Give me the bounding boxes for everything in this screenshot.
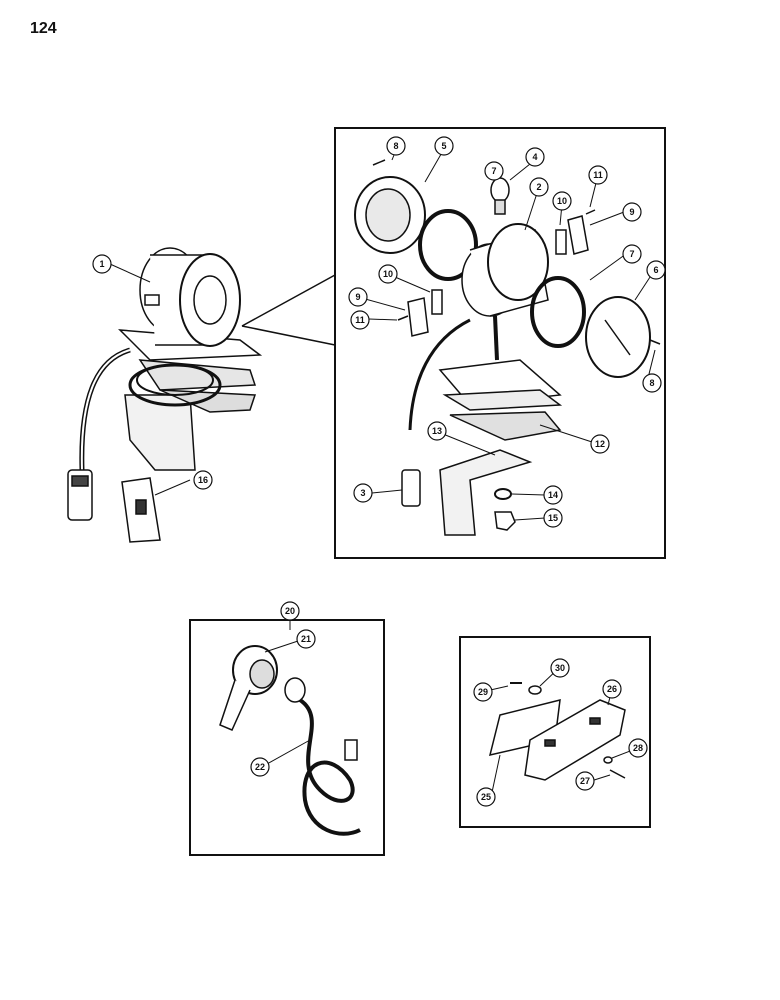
svg-text:16: 16 <box>198 475 208 485</box>
callout-28: 28 <box>628 738 648 758</box>
svg-text:9: 9 <box>629 207 634 217</box>
svg-text:21: 21 <box>301 634 311 644</box>
svg-text:4: 4 <box>532 152 537 162</box>
exploded-lamp-parts <box>354 159 661 536</box>
cord-assembly-frame <box>189 619 385 856</box>
svg-text:15: 15 <box>548 513 558 523</box>
callout-15: 15 <box>543 508 563 528</box>
callout-16: 16 <box>193 470 213 490</box>
svg-text:27: 27 <box>580 776 590 786</box>
svg-text:2: 2 <box>536 182 541 192</box>
svg-text:30: 30 <box>555 663 565 673</box>
callout-8-top: 8 <box>386 136 406 156</box>
callout-8-bottom: 8 <box>642 373 662 393</box>
svg-text:1: 1 <box>99 259 104 269</box>
callout-4: 4 <box>525 147 545 167</box>
svg-text:7: 7 <box>629 249 634 259</box>
clip-part-16 <box>121 477 161 543</box>
tail-light-parts <box>488 682 626 781</box>
svg-text:20: 20 <box>285 606 295 616</box>
svg-text:11: 11 <box>593 170 603 180</box>
svg-text:28: 28 <box>633 743 643 753</box>
callout-29: 29 <box>473 682 493 702</box>
callout-30: 30 <box>550 658 570 678</box>
svg-text:26: 26 <box>607 684 617 694</box>
callout-12: 12 <box>590 434 610 454</box>
callout-21: 21 <box>296 629 316 649</box>
svg-text:7: 7 <box>491 166 496 176</box>
callout-22: 22 <box>250 757 270 777</box>
callout-7-left: 7 <box>484 161 504 181</box>
svg-text:14: 14 <box>548 490 558 500</box>
svg-text:9: 9 <box>355 292 360 302</box>
svg-text:11: 11 <box>355 315 365 325</box>
callout-27: 27 <box>575 771 595 791</box>
assembled-lamp-illustration <box>67 247 263 521</box>
callout-14: 14 <box>543 485 563 505</box>
callout-25: 25 <box>476 787 496 807</box>
callout-9-right: 9 <box>622 202 642 222</box>
callout-7-right: 7 <box>622 244 642 264</box>
callout-13: 13 <box>427 421 447 441</box>
cord-assembly-parts <box>219 645 361 836</box>
svg-text:25: 25 <box>481 792 491 802</box>
tail-light-frame <box>459 636 651 828</box>
exploded-view-frame <box>334 127 666 559</box>
callout-26: 26 <box>602 679 622 699</box>
svg-text:8: 8 <box>393 141 398 151</box>
svg-text:8: 8 <box>649 378 654 388</box>
callout-11-right: 11 <box>588 165 608 185</box>
svg-text:29: 29 <box>478 687 488 697</box>
svg-text:22: 22 <box>255 762 265 772</box>
callout-2: 2 <box>529 177 549 197</box>
callout-10-left: 10 <box>378 264 398 284</box>
svg-text:13: 13 <box>432 426 442 436</box>
svg-text:12: 12 <box>595 439 605 449</box>
callout-5: 5 <box>434 136 454 156</box>
svg-text:10: 10 <box>557 196 567 206</box>
callout-3: 3 <box>353 483 373 503</box>
svg-text:3: 3 <box>360 488 365 498</box>
callout-11-left: 11 <box>350 310 370 330</box>
svg-text:6: 6 <box>653 265 658 275</box>
svg-text:5: 5 <box>441 141 446 151</box>
callout-9-left: 9 <box>348 287 368 307</box>
callout-20: 20 <box>280 601 300 621</box>
callout-10-right: 10 <box>552 191 572 211</box>
callout-6: 6 <box>646 260 666 280</box>
svg-text:10: 10 <box>383 269 393 279</box>
page-number: 124 <box>30 20 57 37</box>
callout-1: 1 <box>92 254 112 274</box>
